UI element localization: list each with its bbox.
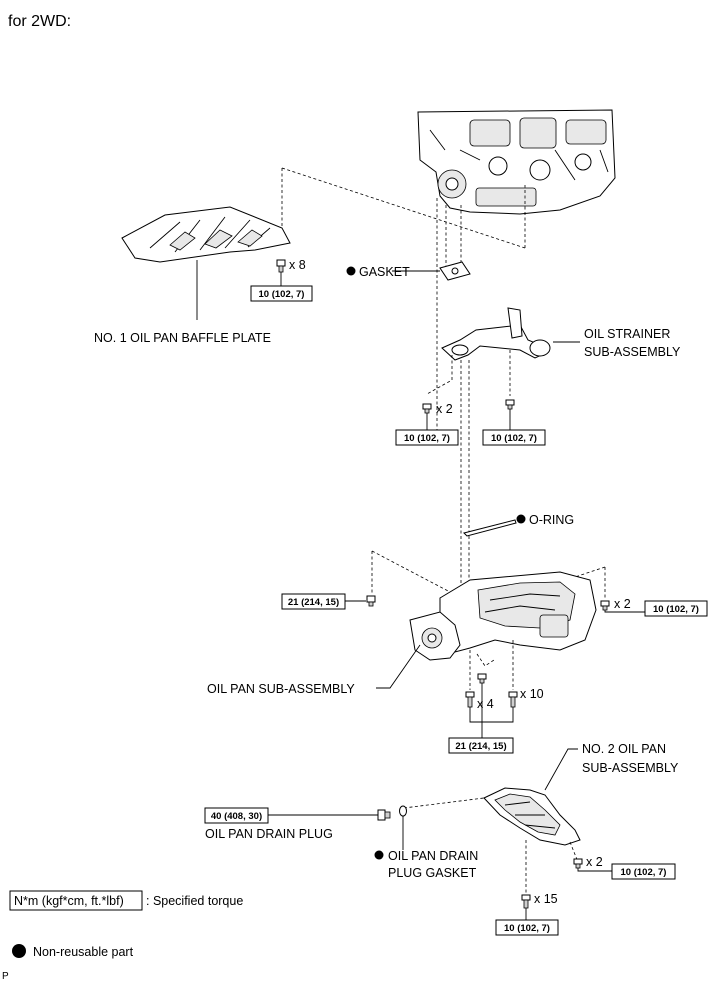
oilpan-right-bolt-qty: x 2 [614, 597, 631, 611]
gasket-label: GASKET [359, 265, 410, 279]
oilpan-right-torque-box [644, 600, 708, 617]
no2-oil-pan-label-2: SUB-ASSEMBLY [582, 761, 679, 775]
strainer-right-torque: 10 (102, 7) [491, 433, 537, 444]
oilpan-bottom-left-qty: x 4 [477, 697, 494, 711]
non-reusable-dot-icon [516, 514, 526, 524]
non-reusable-legend-dot-icon [12, 944, 26, 958]
no2-oil-pan-illustration [483, 787, 581, 846]
drain-plug-icon [377, 809, 391, 821]
oilpan-left-torque: 21 (214, 15) [288, 597, 339, 608]
no2-bottom-bolt-icon [521, 894, 531, 909]
drain-plug-torque-box [204, 807, 269, 824]
oil-strainer-label-1: OIL STRAINER [584, 327, 670, 341]
non-reusable-dot-icon [374, 850, 384, 860]
engine-block-illustration [417, 109, 616, 215]
no2-oil-pan-label-1: NO. 2 OIL PAN [582, 742, 666, 756]
oil-strainer-illustration [441, 307, 551, 361]
oilpan-bottom-right-qty: x 10 [520, 687, 544, 701]
strainer-bolt-left-icon [422, 403, 432, 414]
oilpan-bottom-left-bolt-icon [465, 691, 475, 708]
legend-torque-units: N*m (kgf*cm, ft.*lbf) [14, 894, 124, 908]
baffle-bolt-icon [276, 259, 286, 273]
baffle-plate-label: NO. 1 OIL PAN BAFFLE PLATE [94, 331, 271, 345]
o-ring-label: O-RING [529, 513, 574, 527]
footer-code: P [2, 971, 9, 982]
oilpan-left-torque-box [281, 593, 346, 610]
oilpan-right-torque: 10 (102, 7) [653, 604, 699, 615]
drain-gasket-label-1: OIL PAN DRAIN [388, 849, 478, 863]
strainer-right-torque-box [482, 429, 546, 446]
strainer-left-torque-box [395, 429, 459, 446]
oilpan-center-bolt-icon [477, 673, 487, 684]
legend-torque-box [9, 890, 143, 911]
no2-bottom-torque: 10 (102, 7) [504, 923, 550, 934]
strainer-bolt-qty: x 2 [436, 402, 453, 416]
drain-gasket-icon [399, 805, 407, 817]
legend-non-reusable: Non-reusable part [33, 945, 134, 959]
baffle-torque: 10 (102, 7) [259, 289, 305, 300]
oilpan-bottom-right-bolt-icon [508, 691, 518, 708]
o-ring-illustration [463, 519, 517, 537]
legend-torque-desc: : Specified torque [146, 894, 243, 908]
strainer-left-torque: 10 (102, 7) [404, 433, 450, 444]
no2-right-torque: 10 (102, 7) [621, 867, 667, 878]
baffle-bolt-qty: x 8 [289, 258, 306, 272]
oilpan-bottom-torque-box [448, 737, 514, 754]
oilpan-bottom-torque: 21 (214, 15) [455, 741, 506, 752]
non-reusable-dot-icon [346, 266, 356, 276]
drain-plug-label: OIL PAN DRAIN PLUG [205, 827, 333, 841]
no2-right-torque-box [611, 863, 676, 880]
oil-strainer-label-2: SUB-ASSEMBLY [584, 345, 681, 359]
page-title: for 2WD: [8, 13, 71, 30]
oilpan-right-bolt-icon [600, 600, 610, 611]
oilpan-left-bolt-icon [366, 595, 376, 607]
no2-bottom-bolt-qty: x 15 [534, 892, 558, 906]
gasket-illustration [439, 261, 471, 281]
drain-gasket-label-2: PLUG GASKET [388, 866, 477, 880]
no2-bottom-torque-box [495, 919, 559, 936]
drain-plug-torque: 40 (408, 30) [211, 811, 262, 822]
no2-right-bolt-icon [573, 858, 583, 869]
baffle-torque-box [250, 285, 313, 302]
oil-pan-label: OIL PAN SUB-ASSEMBLY [207, 682, 355, 696]
baffle-plate-illustration [121, 206, 291, 263]
strainer-bolt-right-icon [505, 399, 515, 410]
oil-pan-illustration [409, 571, 597, 661]
no2-right-bolt-qty: x 2 [586, 855, 603, 869]
